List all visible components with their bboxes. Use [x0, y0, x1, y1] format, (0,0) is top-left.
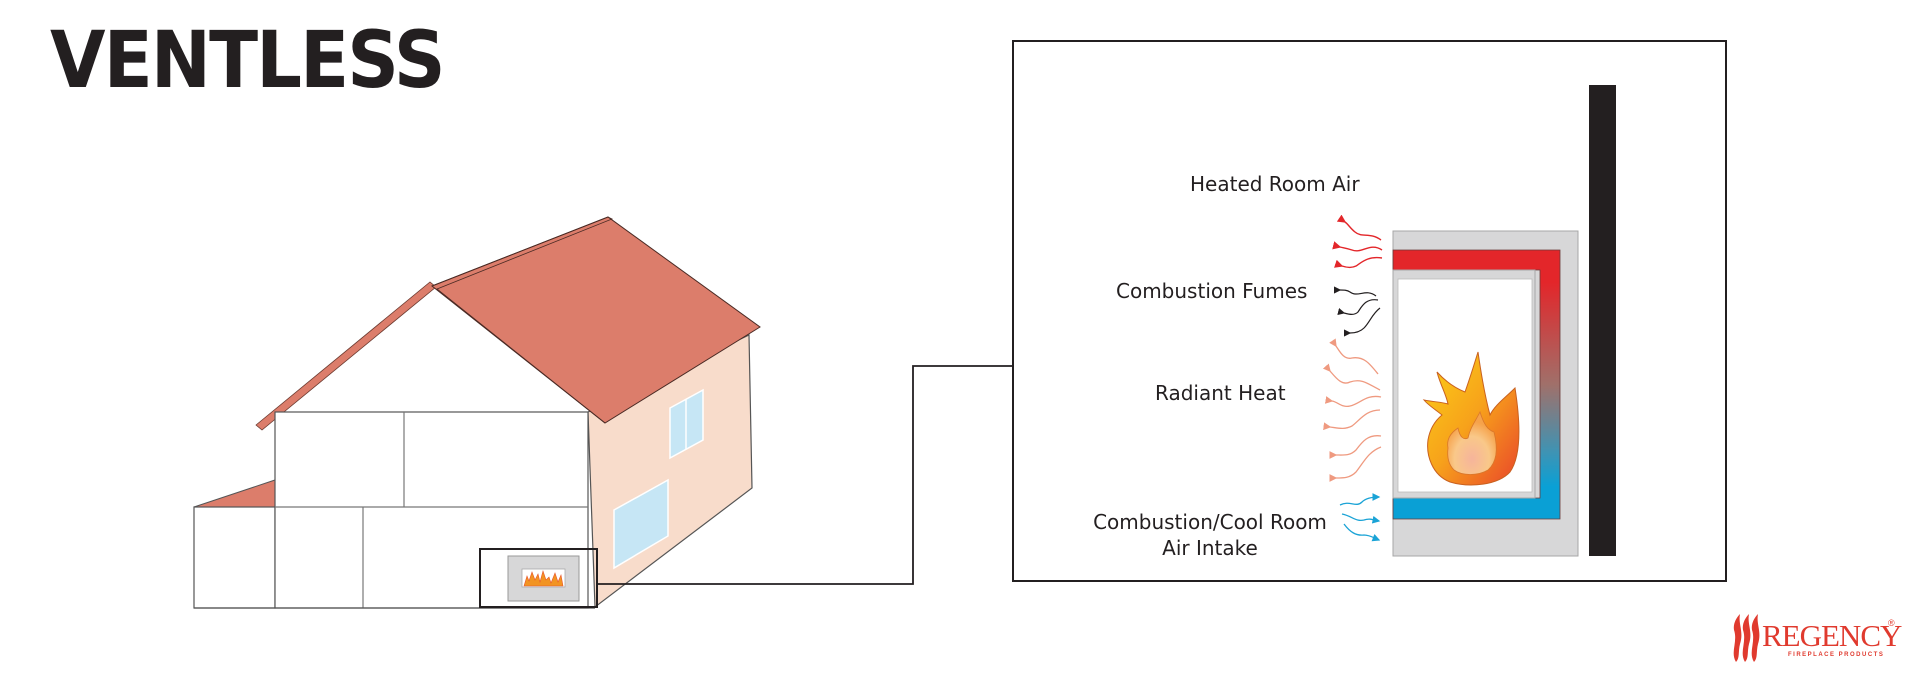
gable-front	[275, 287, 588, 412]
zoom-connector-line	[597, 365, 1013, 585]
radiant-heat-arrows-icon	[1322, 338, 1382, 482]
house-illustration	[193, 216, 761, 609]
flame-icon	[1422, 351, 1520, 486]
regency-logo: REGENCY ® FIREPLACE PRODUCTS	[1728, 612, 1908, 668]
logo-registered-mark: ®	[1888, 618, 1895, 628]
extension-roof	[193, 479, 276, 508]
combustion-fumes-arrows-icon	[1333, 286, 1381, 337]
fireplace-highlight-box	[479, 548, 598, 608]
detail-panel	[1012, 40, 1727, 582]
mini-fireplace-flames-icon	[523, 569, 564, 587]
label-radiant-heat: Radiant Heat	[1155, 381, 1286, 405]
page-title: VENTLESS	[50, 16, 446, 106]
intake-arrows-icon	[1339, 493, 1381, 542]
label-air-intake-line2: Air Intake	[1162, 536, 1258, 560]
label-heated-room-air: Heated Room Air	[1190, 172, 1360, 196]
logo-wordmark: REGENCY	[1762, 618, 1902, 653]
room-wall	[1589, 85, 1616, 556]
heated-air-arrows-icon	[1332, 214, 1383, 269]
label-air-intake: Combustion/Cool Room Air Intake	[1092, 509, 1328, 561]
roof-ridge-trim	[431, 216, 613, 424]
regency-flame-icon	[1733, 614, 1760, 662]
label-combustion-fumes: Combustion Fumes	[1116, 279, 1308, 303]
label-air-intake-line1: Combustion/Cool Room	[1093, 510, 1327, 534]
logo-tagline: FIREPLACE PRODUCTS	[1788, 652, 1885, 658]
side-window-lower	[613, 478, 669, 570]
extension-wall	[193, 506, 276, 609]
